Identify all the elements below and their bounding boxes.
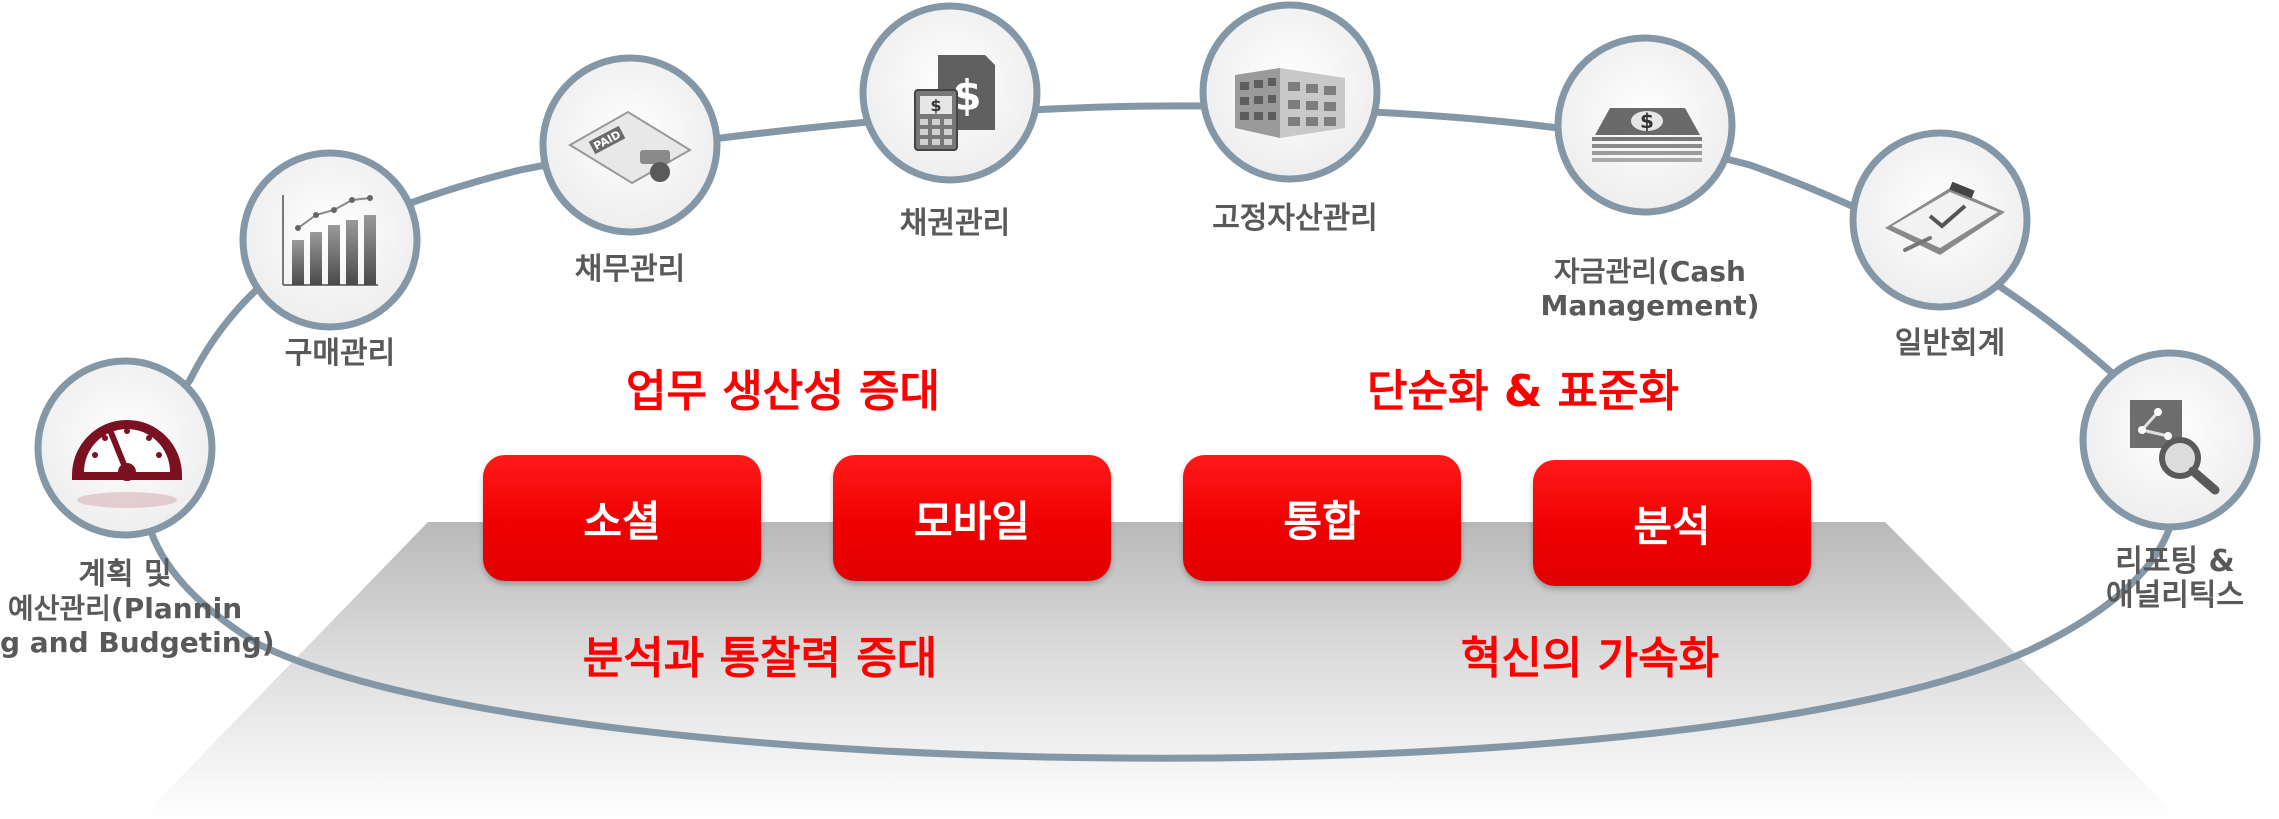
label-cash: 자금관리(Cash Management)	[1530, 255, 1770, 323]
theme-innovation: 혁신의 가속화	[1460, 633, 1720, 684]
label-planning-line2: 예산관리(Plannin	[7, 592, 243, 625]
theme-insight: 분석과 통찰력 증대	[582, 633, 938, 684]
node-reporting-circle	[2079, 349, 2261, 531]
label-fixed-assets-line1: 고정자산관리	[1212, 201, 1378, 236]
gauge-icon	[72, 420, 182, 508]
analytics-magnifier-icon	[2130, 400, 2220, 495]
label-general-line1: 일반회계	[1894, 326, 2006, 361]
pill-social: 소셜	[483, 455, 761, 581]
bar-chart-icon	[282, 195, 378, 286]
label-purchasing: 구매관리	[255, 337, 425, 371]
label-reporting-line1: 리포팅 &	[2115, 544, 2235, 579]
paid-stamp-icon: PAID	[568, 110, 692, 185]
node-fixed-assets-circle	[1199, 1, 1381, 183]
theme-simplify-standardize: 단순화 & 표준화	[1367, 366, 1679, 417]
label-general: 일반회계	[1870, 327, 2030, 361]
node-cash-circle: $	[1554, 34, 1736, 216]
label-purchasing-line1: 구매관리	[284, 336, 396, 371]
cash-stack-icon: $	[1592, 108, 1702, 162]
label-payables-line1: 채무관리	[574, 252, 686, 287]
calculator-dollar-icon: $ $	[914, 55, 995, 151]
pill-analysis: 분석	[1533, 460, 1811, 586]
platform-floor	[140, 522, 2180, 819]
label-planning: 계획 및 예산관리(Plannin g and Budgeting)	[0, 557, 275, 660]
building-icon	[1235, 68, 1345, 138]
label-reporting: 리포팅 & 애널리틱스	[2080, 545, 2270, 613]
node-planning-circle	[34, 357, 216, 539]
pill-mobile: 모바일	[833, 455, 1111, 581]
label-receivables: 채권관리	[870, 207, 1040, 241]
label-payables: 채무관리	[545, 253, 715, 287]
svg-text:$: $	[930, 96, 941, 115]
node-purchasing-circle	[239, 149, 421, 331]
node-payables-circle: PAID	[539, 54, 721, 236]
label-cash-line1: 자금관리(Cash	[1554, 255, 1746, 288]
label-receivables-line1: 채권관리	[899, 206, 1011, 241]
theme-productivity: 업무 생산성 증대	[626, 366, 940, 417]
node-receivables-circle: $ $	[859, 2, 1041, 184]
clipboard-check-icon	[1885, 181, 2005, 255]
label-cash-line2: Management)	[1540, 289, 1760, 322]
pill-integration: 통합	[1183, 455, 1461, 581]
label-fixed-assets: 고정자산관리	[1180, 202, 1410, 236]
node-general-circle	[1849, 129, 2031, 311]
label-reporting-line2: 애널리틱스	[2106, 578, 2244, 613]
svg-text:$: $	[1640, 109, 1654, 133]
label-planning-line1: 계획 및	[78, 557, 172, 592]
label-planning-line3: g and Budgeting)	[0, 626, 275, 659]
